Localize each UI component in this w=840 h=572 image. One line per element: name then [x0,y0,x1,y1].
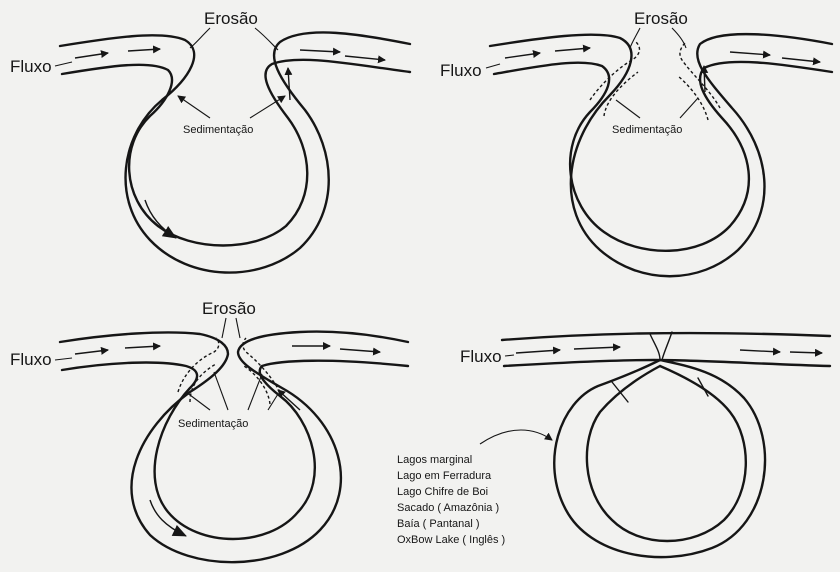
oxbow-lake [554,360,765,557]
panel-3: Erosão Fluxo Sedimentação [10,299,408,562]
lake-names-legend: Lagos marginal Lago em Ferradura Lago Ch… [397,454,505,546]
sedimentation-label: Sedimentação [183,124,253,136]
flow-leader [505,355,514,356]
sedimentation-leader [248,374,262,410]
flow-arrow [75,350,108,354]
flow-leader [486,64,500,68]
flow-arrow [704,66,705,92]
sedimentation-leader [214,372,228,410]
outer-bank [60,32,410,272]
sedimentation-leader [178,96,210,118]
legend-item: Lago em Ferradura [397,470,492,482]
flow-arrow [128,49,160,51]
flow-arrow [740,350,780,352]
lake-pointer [480,430,552,444]
sedimentation-label: Sedimentação [178,418,248,430]
flow-arrow [782,58,820,62]
flow-arrow [150,500,186,536]
flow-leader [55,62,72,66]
legend-item: Baía ( Pantanal ) [397,518,480,530]
flow-arrow [790,352,822,353]
erosion-label: Erosão [202,299,256,318]
river-channel [60,332,408,563]
flow-arrow [516,350,560,353]
erosion-leader [222,318,226,338]
sedimentation-leader [680,98,698,118]
panel-2: Erosão Fluxo Sedimentação [440,9,832,276]
flow-arrow [300,50,340,52]
panel-1: Erosão Fluxo Sedimentação [10,9,410,273]
cutoff-neck [662,332,672,360]
flow-label: Fluxo [10,57,52,76]
erosion-leader [255,28,278,50]
flow-arrow [125,346,160,348]
top-bank [502,333,830,340]
erosion-label: Erosão [634,9,688,28]
legend-item: Lago Chifre de Boi [397,486,488,498]
panel-4: Fluxo Lagos marginal Lago em Ferradura L… [397,332,830,557]
inner-bank [62,361,408,539]
flow-arrow [288,68,290,100]
flow-label: Fluxo [460,347,502,366]
legend-item: Sacado ( Amazônia ) [397,502,499,514]
legend-item: Lagos marginal [397,454,472,466]
flow-arrow [574,347,620,349]
cutoff-neck [650,334,660,360]
migration-line [678,76,708,120]
lake-plug [612,382,628,402]
flow-arrow [505,53,540,58]
sedimentation-leader [616,100,640,118]
erosion-leader [630,28,640,48]
lake-inner-bank [587,366,746,541]
flow-label: Fluxo [440,61,482,80]
inner-bank [494,62,832,251]
inner-bank [62,60,410,246]
erosion-label: Erosão [204,9,258,28]
flow-arrow [340,349,380,352]
river-channel [60,32,410,272]
erosion-leader [190,28,210,48]
legend-item: OxBow Lake ( Inglês ) [397,534,505,546]
flow-label: Fluxo [10,350,52,369]
flow-arrow [555,48,590,51]
erosion-leader [236,318,240,338]
river-channel [490,34,832,276]
flow-arrow [345,56,385,60]
flow-arrow [75,53,108,58]
outer-bank [490,34,832,276]
flow-leader [55,358,72,360]
sedimentation-label: Sedimentação [612,124,682,136]
outer-bank [60,332,408,563]
flow-arrow [730,52,770,55]
